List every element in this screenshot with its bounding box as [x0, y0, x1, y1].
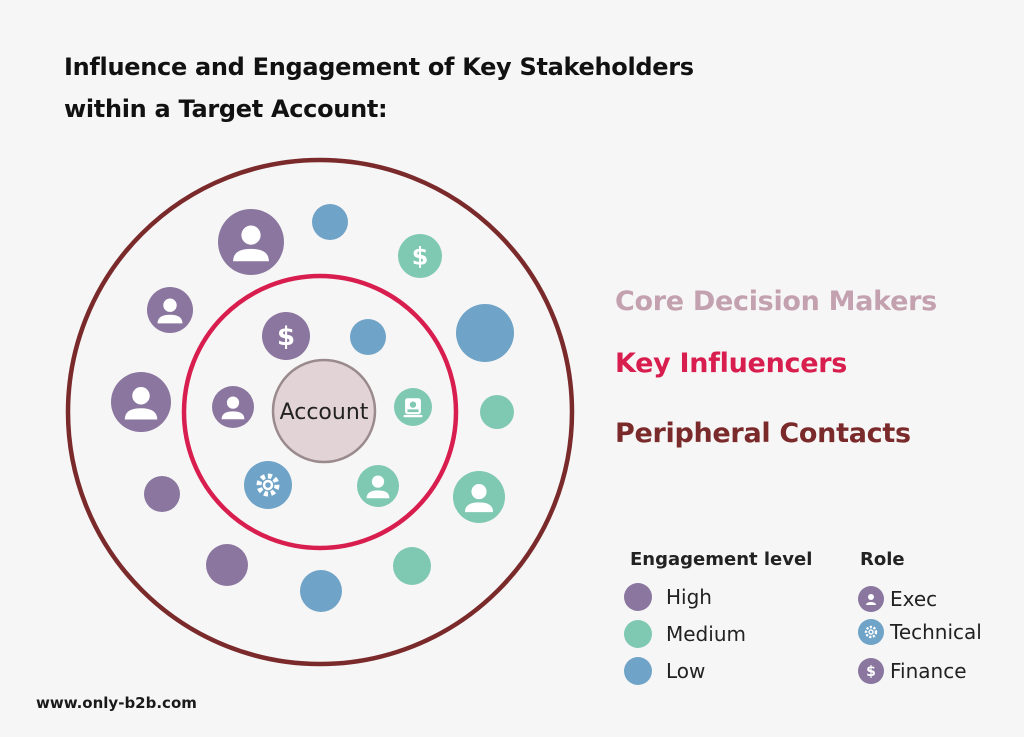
stakeholder-circle	[350, 319, 386, 355]
stakeholder-node-medium	[480, 395, 514, 429]
stakeholder-circle	[393, 547, 431, 585]
stakeholder-node-medium	[453, 471, 505, 523]
stakeholder-circle	[300, 570, 342, 612]
legend-label: Technical	[890, 620, 982, 644]
stakeholder-node-high	[212, 386, 254, 428]
legend-item-exec: Exec	[858, 586, 937, 612]
dollar-icon: $	[277, 322, 295, 352]
stakeholder-node-low	[244, 461, 292, 509]
stakeholder-circle	[480, 395, 514, 429]
stakeholder-node-low	[300, 570, 342, 612]
stakeholder-node-high: $	[262, 312, 310, 360]
legend-label: High	[666, 585, 712, 609]
legend-item-medium: Medium	[624, 620, 746, 648]
tier-core-decision-makers: Core Decision Makers	[615, 286, 937, 317]
dollar-icon: $	[412, 242, 429, 270]
engagement-legend-title: Engagement level	[630, 549, 813, 570]
legend-label: Low	[666, 659, 706, 683]
role-legend-title: Role	[860, 549, 905, 570]
stakeholder-node-high	[144, 476, 180, 512]
legend-label: Medium	[666, 622, 746, 646]
person-icon	[233, 225, 269, 262]
person-icon	[124, 387, 158, 420]
legend-item-finance: $ Finance	[858, 658, 967, 684]
medium-dot	[624, 620, 652, 648]
page-title: Influence and Engagement of Key Stakehol…	[64, 46, 784, 130]
stakeholder-node-high	[147, 287, 193, 333]
person-icon	[366, 475, 390, 499]
stakeholder-node-medium: $	[398, 234, 442, 278]
account-circle	[271, 358, 377, 464]
footer-url: www.only-b2b.com	[36, 694, 197, 712]
legend-label: Exec	[890, 587, 938, 611]
stakeholder-node-medium	[393, 547, 431, 585]
svg-text:$: $	[412, 242, 429, 270]
gear-icon	[858, 619, 884, 645]
stakeholder-circle	[144, 476, 180, 512]
stakeholder-circle	[398, 234, 442, 278]
person-icon	[858, 586, 884, 612]
stakeholder-nodes: $$	[111, 204, 514, 612]
person-icon	[157, 298, 183, 324]
legend-label: Finance	[890, 659, 967, 683]
stakeholder-node-low	[312, 204, 348, 240]
gear-icon	[256, 473, 280, 497]
stakeholder-node-low	[456, 304, 514, 362]
stakeholder-node-low	[350, 319, 386, 355]
stakeholder-circle	[244, 461, 292, 509]
title-line-2: within a Target Account:	[64, 95, 388, 123]
legend-item-low: Low	[624, 657, 705, 685]
tier-peripheral-contacts: Peripheral Contacts	[615, 418, 911, 449]
svg-text:$: $	[866, 664, 876, 679]
person-icon	[221, 396, 245, 420]
legend-item-technical: Technical	[858, 619, 982, 645]
inner-ring	[181, 273, 459, 551]
person-icon	[464, 484, 494, 513]
stakeholder-circle	[456, 304, 514, 362]
stakeholder-node-medium	[357, 465, 399, 507]
outer-ring	[65, 157, 575, 667]
stakeholder-node-medium	[394, 388, 432, 426]
dollar-icon: $	[858, 658, 884, 684]
svg-text:$: $	[277, 322, 295, 352]
stakeholder-node-high	[111, 372, 171, 432]
stakeholder-circle	[262, 312, 310, 360]
low-dot	[624, 657, 652, 685]
stakeholder-circle	[206, 544, 248, 586]
account-label: Account	[280, 400, 369, 425]
stakeholder-node-high	[218, 209, 284, 275]
badge-icon	[403, 398, 423, 418]
tier-key-influencers: Key Influencers	[615, 348, 847, 379]
legend-item-high: High	[624, 583, 712, 611]
stakeholder-node-high	[206, 544, 248, 586]
stakeholder-circle	[312, 204, 348, 240]
title-line-1: Influence and Engagement of Key Stakehol…	[64, 53, 694, 81]
high-dot	[624, 583, 652, 611]
